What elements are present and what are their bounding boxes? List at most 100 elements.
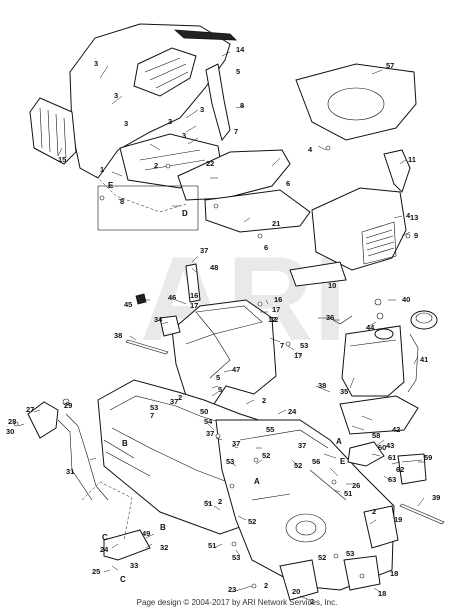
callout: 2	[372, 507, 376, 516]
side-panel-11	[383, 149, 411, 193]
bracket-19	[363, 505, 399, 549]
callout: 1	[100, 165, 104, 174]
callout: 49	[142, 529, 150, 538]
bumper-21	[204, 189, 311, 233]
callout: 7	[280, 341, 284, 350]
callout: 2	[218, 497, 222, 506]
callout-letter: D	[182, 209, 188, 218]
callout: 32	[160, 543, 168, 552]
callout: 5	[218, 385, 222, 394]
callout: 40	[402, 295, 410, 304]
hood-callouts: 1 2 3 3 3 3 3 3 4 4 5 6 6 7 8 8 9 10 11 …	[58, 45, 418, 324]
callout: 3	[182, 131, 186, 140]
callout: 52	[318, 553, 326, 562]
under-hood-57	[295, 63, 417, 141]
callout: 37	[200, 246, 208, 255]
dash-assembly	[125, 263, 438, 411]
callout: 52	[262, 451, 270, 460]
bumper-front	[177, 149, 291, 201]
callout: 11	[408, 155, 416, 164]
filler-10	[289, 261, 347, 287]
callout: 12	[268, 315, 276, 324]
callout: 7	[150, 411, 154, 420]
callout: 14	[236, 45, 245, 54]
frame-assembly	[27, 379, 445, 601]
callout: 60	[378, 443, 386, 452]
bracket-18	[343, 555, 381, 591]
callout: 55	[266, 425, 274, 434]
callout: 36	[326, 313, 334, 322]
dash-housing-12	[171, 299, 277, 411]
callout: 2	[178, 393, 182, 402]
callout-letter: B	[122, 439, 128, 448]
callout: 19	[394, 515, 402, 524]
callout: 39	[432, 493, 440, 502]
brake-arm-27	[27, 401, 59, 439]
callout: 10	[328, 281, 336, 290]
callout: 4	[406, 211, 411, 220]
callout-letter: C	[102, 533, 108, 542]
grille-15	[29, 97, 77, 165]
callout: 8	[120, 197, 124, 206]
callout: 52	[294, 461, 302, 470]
callout: 22	[206, 159, 214, 168]
callout: 25	[92, 567, 100, 576]
callout: 51	[344, 489, 352, 498]
hood-assembly	[29, 23, 417, 287]
callout: 63	[388, 475, 396, 484]
frame-callouts: 38 2 24 37 50 54 37 55 52 37 53 7 56 52 …	[6, 381, 440, 606]
callout: 3	[114, 91, 118, 100]
callout: 29	[64, 401, 72, 410]
bracket-14	[205, 63, 231, 142]
callout: 58	[372, 431, 380, 440]
callout: 18	[378, 589, 386, 598]
callout: 24	[100, 545, 109, 554]
callout: 41	[420, 355, 428, 364]
rod-38	[125, 339, 169, 355]
callout: 37	[232, 439, 240, 448]
callout: 42	[392, 425, 400, 434]
callout: 44	[366, 323, 375, 332]
callout: 30	[6, 427, 14, 436]
callout: 53	[232, 553, 240, 562]
callout: 3	[168, 117, 172, 126]
brake-rod-31	[57, 419, 93, 501]
frame-hole	[285, 513, 327, 543]
callout: 31	[66, 467, 74, 476]
callout: 38	[114, 331, 122, 340]
callout-letter: E	[108, 181, 114, 190]
callout: 5	[216, 373, 220, 382]
callout: 15	[58, 155, 66, 164]
callout: 2	[262, 396, 266, 405]
callout: 16	[190, 291, 198, 300]
callout: 54	[204, 417, 213, 426]
callout: 48	[210, 263, 218, 272]
callout: 6	[264, 243, 268, 252]
callout: 3	[200, 105, 204, 114]
callout: 27	[26, 405, 34, 414]
callout: 34	[154, 315, 163, 324]
callout: 51	[204, 499, 212, 508]
callout: 61	[388, 453, 396, 462]
leader-lines	[17, 51, 425, 601]
callout: 37	[298, 441, 306, 450]
callout: 18	[390, 569, 398, 578]
nose-panel-13	[311, 187, 407, 271]
callout: 17	[272, 305, 280, 314]
callout: 6	[286, 179, 290, 188]
callout: 4	[308, 145, 313, 154]
callout: 35	[340, 387, 348, 396]
callout: 26	[352, 481, 360, 490]
callout: 56	[312, 457, 320, 466]
callout-letter: B	[160, 523, 166, 532]
callout: 7	[234, 127, 238, 136]
hose-36	[318, 315, 353, 325]
callout: 52	[248, 517, 256, 526]
copyright-footer: Page design © 2004-2017 by ARI Network S…	[136, 598, 338, 607]
callout: 59	[424, 453, 432, 462]
callout: 17	[190, 301, 198, 310]
key-45	[135, 293, 147, 305]
callout: 57	[386, 61, 394, 70]
callout: 12	[270, 315, 278, 324]
callout: 21	[272, 219, 280, 228]
